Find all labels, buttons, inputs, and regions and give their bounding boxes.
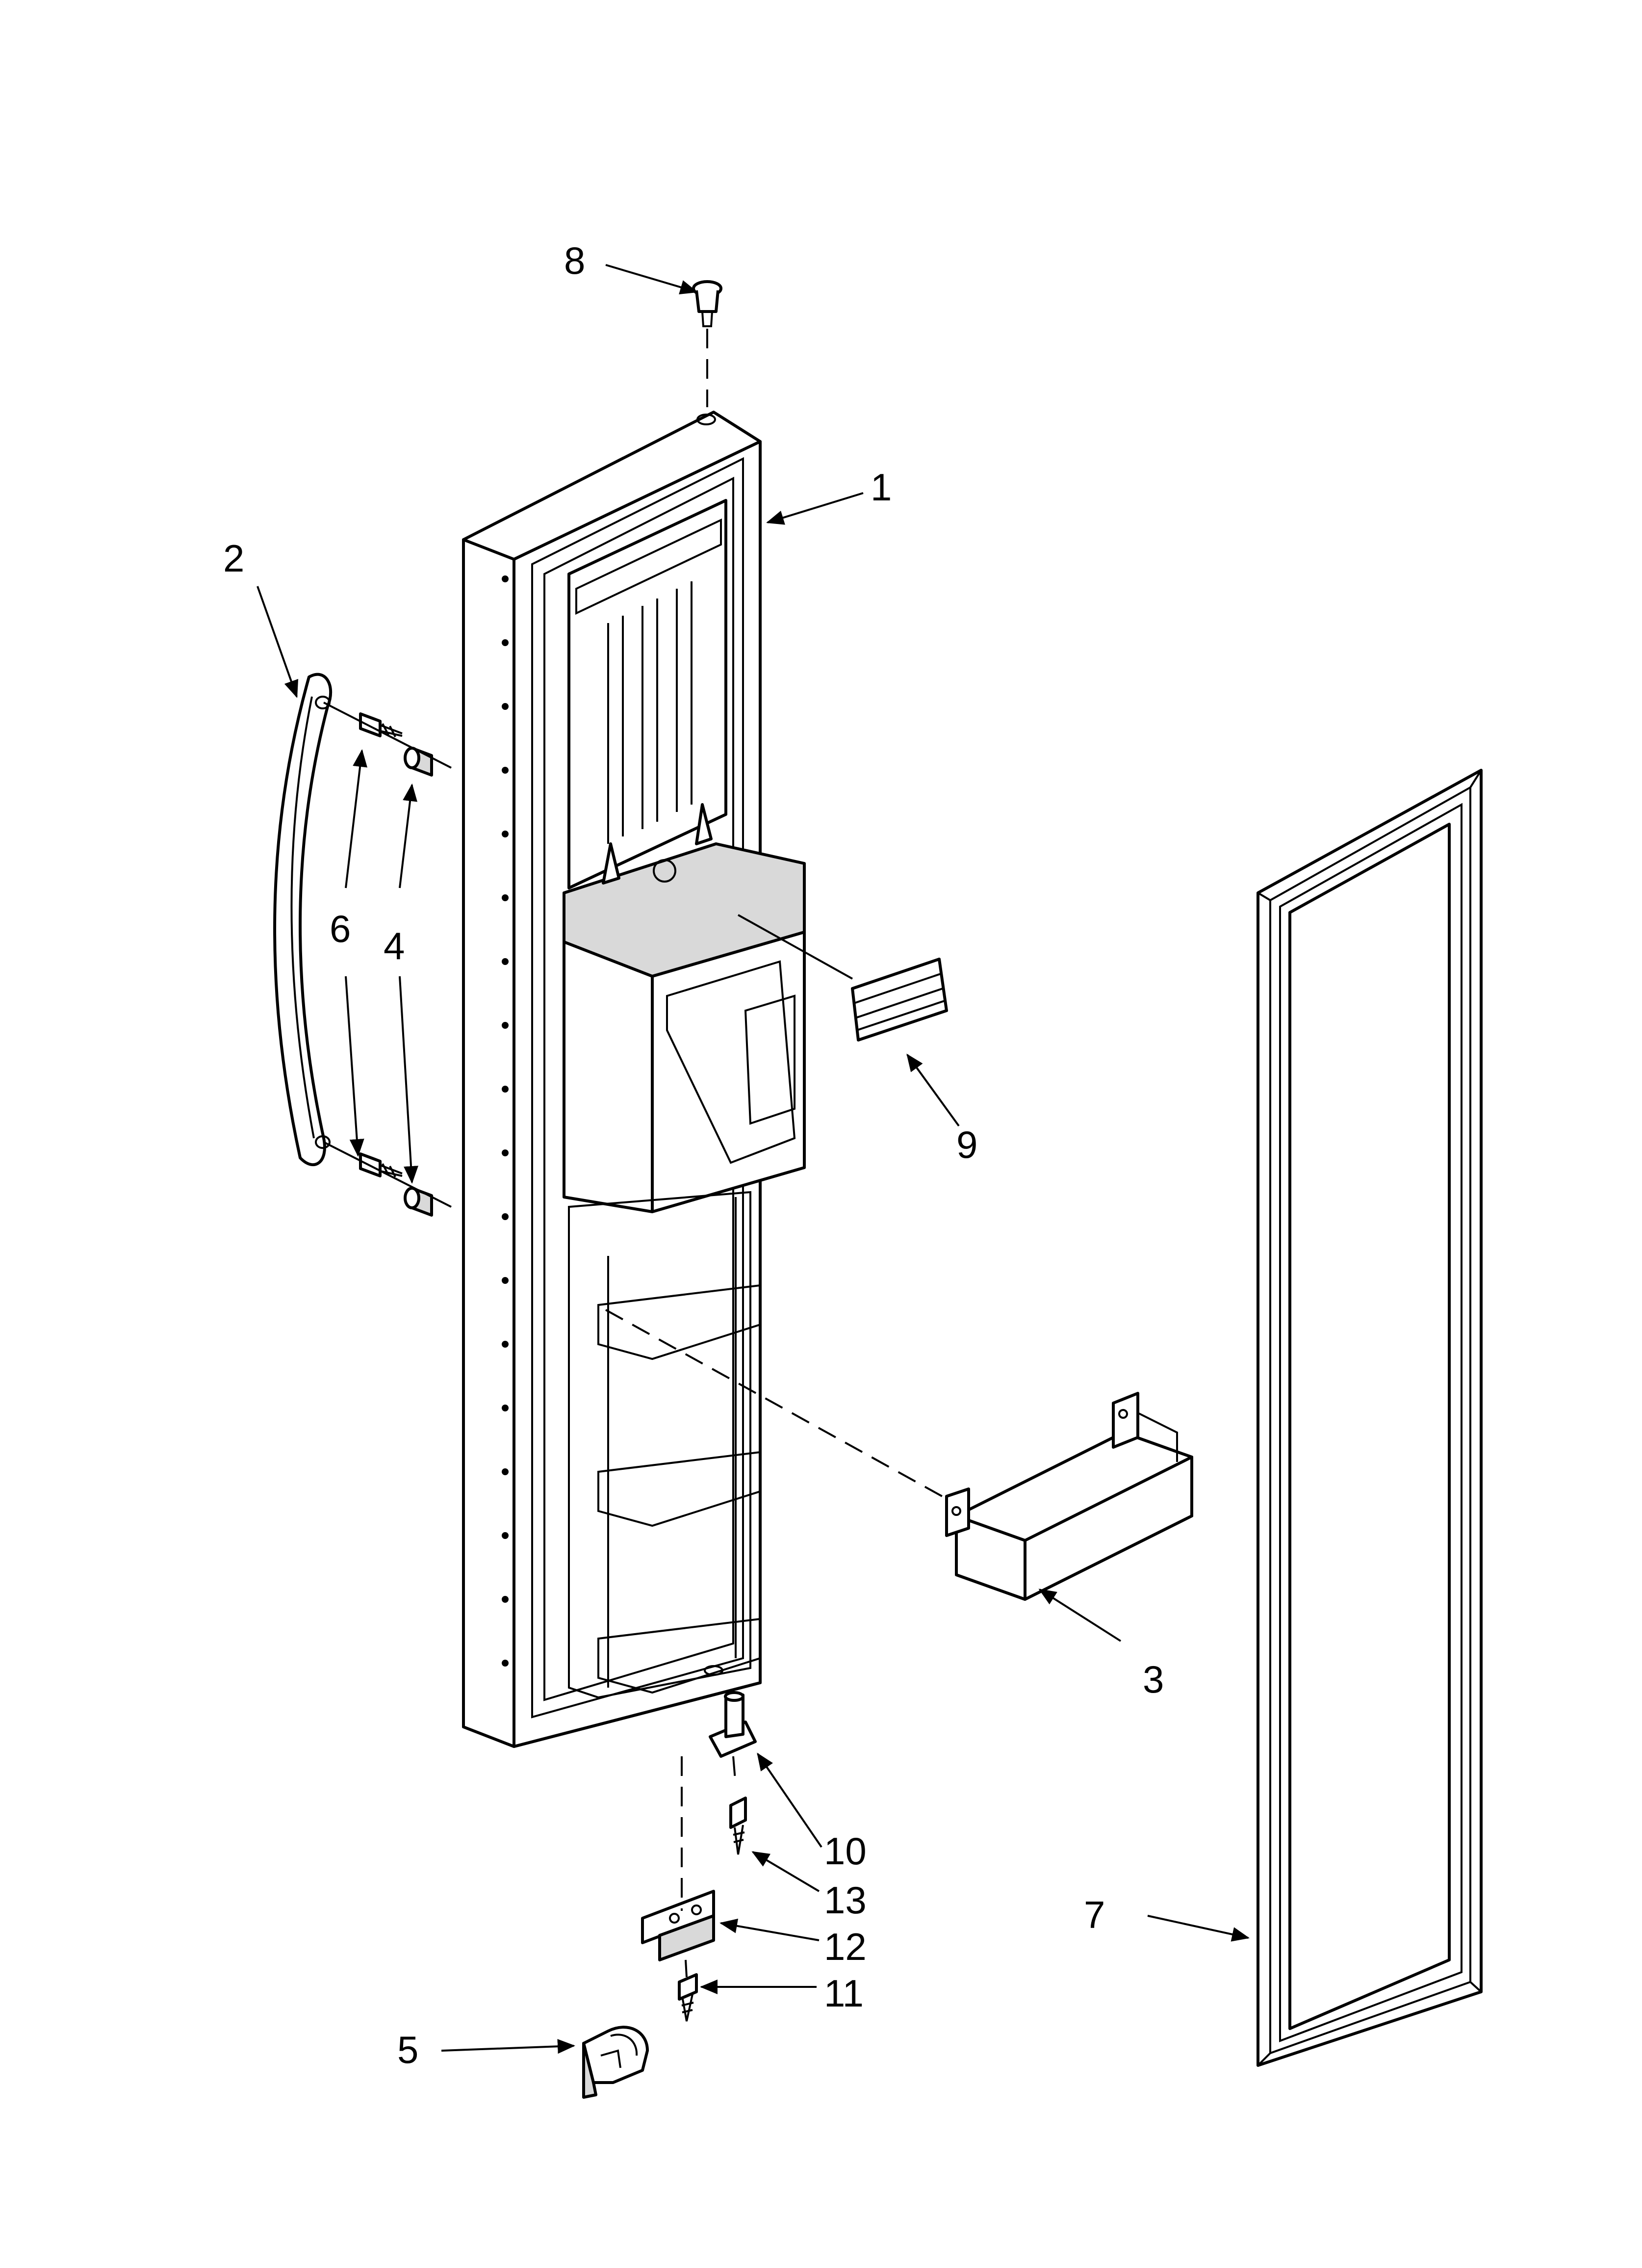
callout-9: 9 (956, 1123, 977, 1166)
hinge-pin-icon (709, 1691, 757, 1758)
callout-8: 8 (564, 239, 585, 282)
callout-10: 10 (824, 1829, 867, 1873)
hinge-shim-icon (641, 1890, 715, 1961)
freezer-door-assembly-icon (462, 411, 806, 1748)
callout-11: 11 (824, 1972, 864, 2015)
top-hinge-bushing-icon (692, 280, 722, 327)
tape-strip-icon (851, 958, 948, 1042)
callout-12: 12 (824, 1925, 867, 1968)
door-gasket-icon (1257, 769, 1483, 2067)
callout-labels: 8 1 2 6 4 9 3 10 13 12 11 5 7 (223, 239, 1164, 2071)
pin-screw-icon (729, 1797, 747, 1855)
hinge-screw-icon (678, 1973, 698, 2022)
leader-lines (257, 264, 1250, 2054)
callout-2: 2 (223, 537, 244, 580)
callout-7: 7 (1084, 1893, 1105, 1936)
door-closure-cam-icon (582, 2026, 649, 2099)
callout-13: 13 (824, 1878, 867, 1922)
spacer-icon (404, 747, 433, 1217)
callout-1: 1 (871, 466, 892, 509)
door-handle-icon (273, 673, 333, 1167)
handle-screw-icon (359, 712, 403, 1177)
callout-5: 5 (397, 2028, 418, 2071)
callout-4: 4 (384, 924, 405, 967)
callout-3: 3 (1143, 1658, 1164, 1701)
door-shelf-bin-icon (945, 1392, 1193, 1601)
callout-6: 6 (330, 907, 351, 950)
